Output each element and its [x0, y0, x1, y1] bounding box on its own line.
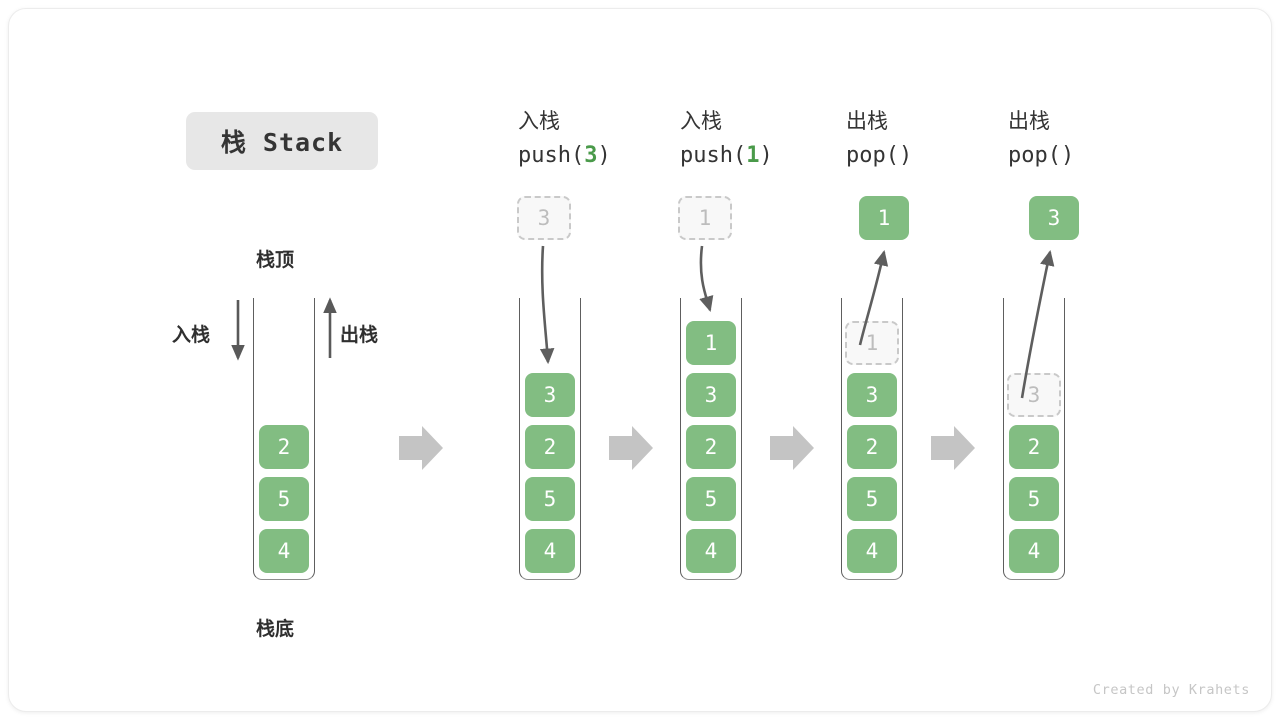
fn-suffix: ) — [1060, 142, 1075, 168]
stack-cell: 2 — [686, 425, 736, 469]
column-header-cn: 出栈 — [846, 110, 888, 133]
fn-suffix: ) — [759, 142, 773, 168]
stack-top-label: 栈顶 — [256, 250, 295, 271]
stack-cell: 2 — [525, 425, 575, 469]
stack-cell: 4 — [525, 529, 575, 573]
column-header-fn: push(1) — [680, 139, 850, 173]
stack-vessel — [1003, 298, 1065, 580]
stack-cell: 4 — [259, 529, 309, 573]
stack-bottom-label: 栈底 — [256, 619, 295, 640]
column-header-fn: pop() — [846, 139, 1016, 173]
incoming-ghost-cell: 1 — [678, 196, 732, 240]
fn-prefix: push( — [680, 142, 747, 168]
stack-cell: 2 — [1009, 425, 1059, 469]
fn-argument: 3 — [584, 142, 598, 168]
push-direction-label: 入栈 — [172, 325, 211, 346]
stack-vessel — [253, 298, 315, 580]
fn-prefix: pop( — [846, 142, 899, 168]
stack-cell: 4 — [1009, 529, 1059, 573]
column-header-pop-1: 出栈 pop() — [846, 106, 1016, 173]
vacated-ghost-cell: 1 — [845, 321, 899, 365]
stack-cell: 5 — [525, 477, 575, 521]
pop-direction-label: 出栈 — [340, 325, 379, 346]
fn-suffix: ) — [898, 142, 913, 168]
stack-vessel — [680, 298, 742, 580]
stack-cell: 2 — [847, 425, 897, 469]
stack-cell: 5 — [1009, 477, 1059, 521]
stack-cell: 2 — [259, 425, 309, 469]
stack-cell: 4 — [686, 529, 736, 573]
stack-title-badge: 栈 Stack — [186, 112, 378, 170]
stack-cell: 3 — [686, 373, 736, 417]
column-header-cn: 入栈 — [680, 110, 722, 133]
fn-suffix: ) — [597, 142, 611, 168]
fn-argument: 1 — [746, 142, 760, 168]
stack-vessel — [519, 298, 581, 580]
column-header-cn: 入栈 — [518, 110, 560, 133]
popped-cell: 3 — [1029, 196, 1079, 240]
popped-cell: 1 — [859, 196, 909, 240]
stack-cell: 5 — [686, 477, 736, 521]
incoming-ghost-cell: 3 — [517, 196, 571, 240]
fn-prefix: push( — [518, 142, 585, 168]
column-header-cn: 出栈 — [1008, 110, 1050, 133]
stack-cell: 3 — [847, 373, 897, 417]
stack-cell: 5 — [259, 477, 309, 521]
stack-cell: 4 — [847, 529, 897, 573]
column-header-push-3: 入栈 push(3) — [518, 106, 688, 173]
stack-cell: 1 — [686, 321, 736, 365]
column-header-fn: push(3) — [518, 139, 688, 173]
stack-cell: 3 — [525, 373, 575, 417]
stack-vessel — [841, 298, 903, 580]
column-header-fn: pop() — [1008, 139, 1178, 173]
vacated-ghost-cell: 3 — [1007, 373, 1061, 417]
credit-text: Created by Krahets — [1092, 682, 1250, 698]
column-header-push-1: 入栈 push(1) — [680, 106, 850, 173]
stack-cell: 5 — [847, 477, 897, 521]
fn-prefix: pop( — [1008, 142, 1061, 168]
column-header-pop-3: 出栈 pop() — [1008, 106, 1178, 173]
